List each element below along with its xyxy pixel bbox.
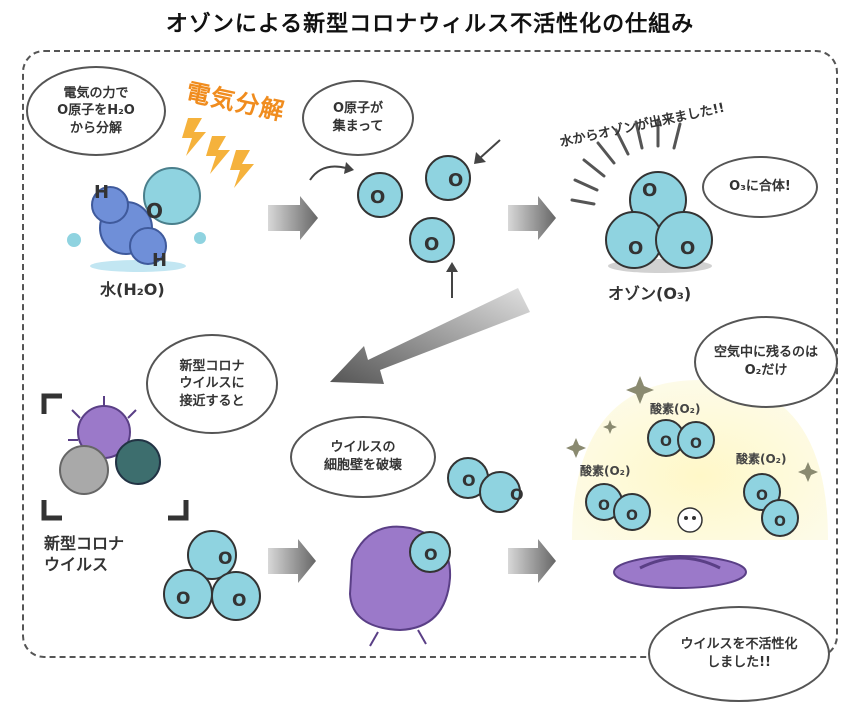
svg-text:O: O — [448, 170, 463, 191]
ozone-caption: オゾン(O₃) — [608, 284, 692, 303]
svg-text:O: O — [146, 199, 163, 223]
approach-bubble: 新型コロナ ウイルスに 接近すると — [146, 334, 278, 434]
diagram-title: オゾンによる新型コロナウィルス不活性化の仕組み — [165, 12, 695, 37]
arrow-right-icon — [268, 539, 316, 583]
svg-text:O: O — [218, 549, 232, 569]
svg-text:O: O — [626, 508, 638, 524]
oxygen-atom: O — [357, 172, 403, 218]
water-molecule: H O H — [67, 167, 206, 272]
lightning-bolt-icon — [182, 118, 206, 156]
oxygen-label: 酸素(O₂) — [650, 402, 701, 416]
ozone-bubble: O₃に合体! — [702, 156, 818, 218]
svg-text:H: H — [152, 250, 167, 271]
ozone-molecule: O O O — [163, 530, 261, 621]
curved-arrow-icon — [309, 165, 347, 181]
arrow-right-icon — [508, 196, 556, 240]
lightning-bolt-icon — [230, 150, 254, 188]
oxygen-label: 酸素(O₂) — [580, 464, 631, 478]
skull-icon — [677, 507, 703, 533]
result-bottom-bubble: ウイルスを不活性化 しました!! — [648, 606, 830, 702]
oxygen-molecule: O O — [447, 457, 524, 513]
arrow-right-icon — [268, 196, 318, 240]
svg-text:O: O — [370, 187, 385, 208]
curved-arrow-icon — [479, 139, 501, 159]
svg-text:O: O — [232, 591, 246, 611]
svg-text:O: O — [510, 485, 524, 504]
svg-text:H: H — [94, 182, 109, 203]
oxygen-atom: O — [425, 155, 471, 201]
svg-text:O: O — [462, 471, 476, 490]
ozone-rays — [570, 118, 682, 206]
svg-text:O: O — [424, 545, 438, 564]
water-bubble: 電気の力で O原子をH₂O から分解 — [26, 66, 166, 156]
inactive-virus — [613, 555, 747, 589]
svg-text:O: O — [424, 234, 439, 255]
sparkle-icon — [566, 376, 818, 482]
virus-caption: 新型コロナ ウイルス — [44, 534, 125, 574]
ozone-molecule: O O O — [605, 171, 713, 273]
svg-text:O: O — [774, 514, 786, 530]
oxygen-molecule: O O — [743, 473, 799, 537]
result-top-bubble: 空気中に残るのは O₂だけ — [694, 316, 838, 408]
oxygen-atom: O — [409, 531, 451, 573]
svg-text:O: O — [680, 238, 695, 259]
svg-text:O: O — [660, 434, 672, 450]
lightning-bolt-icon — [206, 136, 230, 174]
water-caption: 水(H₂O) — [100, 280, 165, 299]
arrow-diagonal-icon — [330, 288, 530, 384]
oxygen-molecule: O O — [647, 419, 715, 459]
svg-text:O: O — [598, 498, 610, 514]
svg-text:O: O — [176, 589, 190, 609]
gather-bubble: O原子が 集まって — [302, 80, 414, 156]
svg-text:O: O — [756, 488, 768, 504]
svg-text:O: O — [690, 436, 702, 452]
arrow-right-icon — [508, 539, 556, 583]
svg-text:O: O — [642, 180, 657, 201]
virus-cluster — [59, 396, 161, 495]
oxygen-label: 酸素(O₂) — [736, 452, 787, 466]
oxygen-molecule: O O — [585, 483, 651, 531]
destroy-bubble: ウイルスの 細胞壁を破壊 — [290, 416, 436, 498]
svg-text:O: O — [628, 238, 643, 259]
oxygen-atom: O — [409, 217, 455, 263]
